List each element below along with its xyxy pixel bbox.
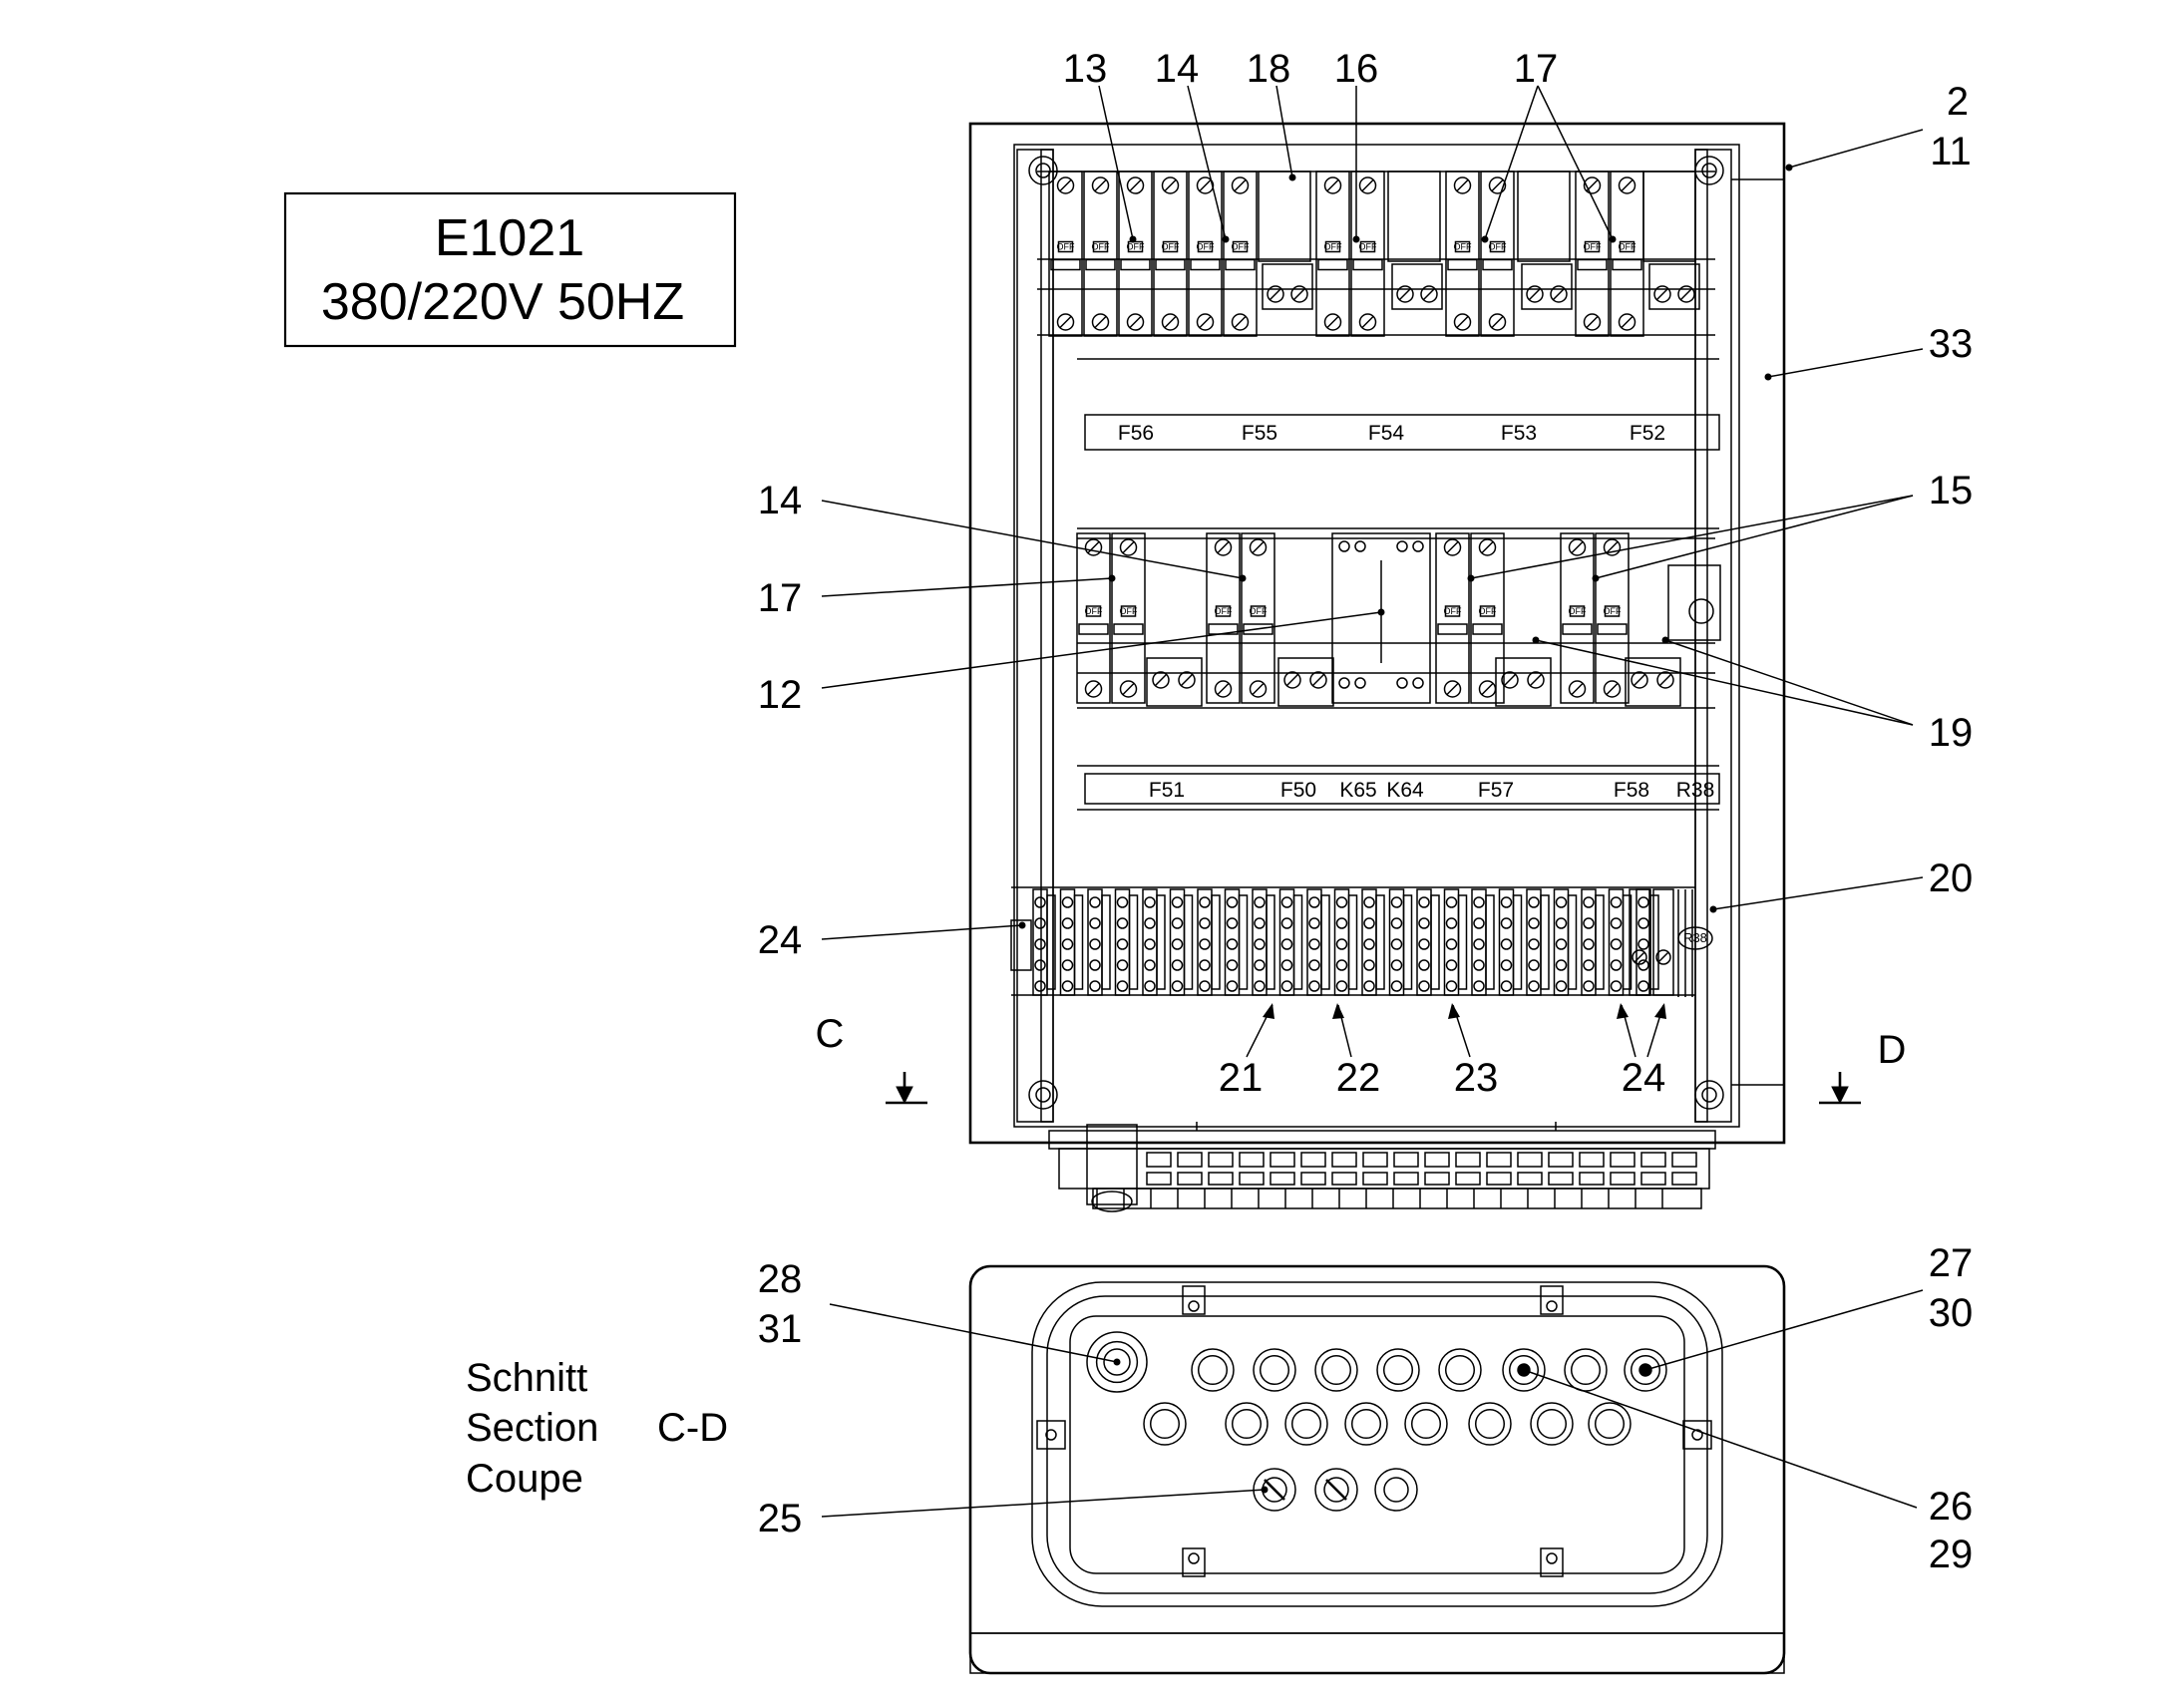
section-marker-d: D bbox=[1819, 1028, 1907, 1105]
breaker-off-mark: OFF bbox=[1127, 242, 1145, 252]
cabinet-inner-frame bbox=[1013, 144, 1740, 1128]
breaker-off-mark: OFF bbox=[1120, 606, 1138, 616]
title-voltage: 380/220V 50HZ bbox=[321, 273, 684, 331]
cabinet-housing bbox=[968, 122, 1786, 1145]
breaker-off-mark: OFF bbox=[1454, 242, 1472, 252]
cabinet-front-view: OFF OFF OFF OFF OFF OFF OFF OFF OFF OFF OFF OFF F56… bbox=[968, 122, 1786, 1212]
section-view-cd bbox=[968, 1264, 1786, 1675]
breaker-off-mark: OFF bbox=[1162, 242, 1180, 252]
callout-28: 28 bbox=[758, 1257, 803, 1301]
callout-24-left: 24 bbox=[758, 918, 803, 962]
label-r38: R38 bbox=[1676, 779, 1715, 802]
gland-plate-gasket-outer bbox=[1031, 1281, 1723, 1607]
callout-33: 33 bbox=[1929, 322, 1974, 366]
callout-leaders bbox=[821, 85, 1924, 1518]
callout-24-bottom: 24 bbox=[1622, 1056, 1666, 1100]
section-caption: Schnitt Section C-D Coupe bbox=[466, 1356, 728, 1501]
right-mounting-rail bbox=[1694, 149, 1732, 1123]
title-box: E1021 380/220V 50HZ bbox=[283, 191, 737, 348]
breaker-off-mark: OFF bbox=[1085, 606, 1103, 616]
label-f57: F57 bbox=[1478, 779, 1514, 802]
breaker-off-mark: OFF bbox=[1359, 242, 1377, 252]
section-marker-d-label: D bbox=[1878, 1028, 1907, 1072]
label-f55: F55 bbox=[1242, 422, 1277, 445]
label-f50: F50 bbox=[1280, 779, 1316, 802]
callout-12: 12 bbox=[758, 673, 803, 717]
relay-block bbox=[1331, 532, 1431, 704]
callout-23: 23 bbox=[1454, 1056, 1499, 1100]
corner-screw-top-left bbox=[1028, 156, 1058, 185]
callout-21: 21 bbox=[1219, 1056, 1264, 1100]
caption-schnitt: Schnitt bbox=[466, 1356, 587, 1400]
breaker-off-mark: OFF bbox=[1619, 242, 1636, 252]
callout-17-left: 17 bbox=[758, 576, 803, 620]
terminal-r38-tag: R38 bbox=[1683, 930, 1707, 945]
callout-31: 31 bbox=[758, 1307, 803, 1351]
callout-30: 30 bbox=[1929, 1291, 1974, 1335]
label-f56: F56 bbox=[1118, 422, 1154, 445]
section-marker-c: C bbox=[816, 1012, 927, 1105]
breaker-off-mark: OFF bbox=[1197, 242, 1215, 252]
callout-2: 2 bbox=[1947, 80, 1969, 124]
callout-27: 27 bbox=[1929, 1241, 1974, 1285]
upper-label-strip: F56 F55 F54 F53 F52 bbox=[1084, 414, 1720, 451]
callout-14-left: 14 bbox=[758, 479, 803, 522]
breaker-off-mark: OFF bbox=[1324, 242, 1342, 252]
breaker-off-mark: OFF bbox=[1232, 242, 1250, 252]
gland-plate-fasteners bbox=[1036, 1285, 1712, 1577]
callout-26: 26 bbox=[1929, 1485, 1974, 1529]
caption-section: Section bbox=[466, 1406, 598, 1450]
title-model: E1021 bbox=[435, 209, 584, 267]
terminal-end-bracket bbox=[1010, 919, 1032, 971]
caption-coupe: Coupe bbox=[466, 1457, 583, 1501]
label-f53: F53 bbox=[1501, 422, 1537, 445]
callout-20: 20 bbox=[1929, 856, 1974, 900]
callout-17-top: 17 bbox=[1514, 47, 1559, 91]
callout-22: 22 bbox=[1336, 1056, 1381, 1100]
breaker-off-mark: OFF bbox=[1569, 606, 1587, 616]
label-f52: F52 bbox=[1630, 422, 1665, 445]
gland-plate bbox=[1069, 1315, 1685, 1574]
label-f58: F58 bbox=[1614, 779, 1649, 802]
callout-arrows bbox=[1246, 1003, 1666, 1058]
corner-screw-bottom-right bbox=[1694, 1080, 1724, 1110]
callout-numbers: 13 14 18 16 17 2 11 33 15 19 20 27 30 26… bbox=[758, 47, 1974, 1576]
caption-designation: C-D bbox=[657, 1406, 728, 1450]
callout-16: 16 bbox=[1334, 47, 1379, 91]
callout-29: 29 bbox=[1929, 1533, 1974, 1576]
resistor-r38-housing bbox=[1667, 564, 1721, 641]
label-k64: K64 bbox=[1386, 779, 1424, 802]
large-gland-front bbox=[1086, 1124, 1138, 1205]
callout-15: 15 bbox=[1929, 469, 1974, 512]
breaker-off-mark: OFF bbox=[1489, 242, 1507, 252]
corner-screw-bottom-left bbox=[1028, 1080, 1058, 1110]
breaker-off-mark: OFF bbox=[1584, 242, 1602, 252]
cable-gland-bar bbox=[1048, 1122, 1716, 1212]
upper-breaker-row: OFF OFF OFF OFF OFF OFF OFF OFF OFF OFF OFF OFF bbox=[1037, 171, 1715, 337]
cable-glands bbox=[1086, 1331, 1667, 1512]
label-k65: K65 bbox=[1339, 779, 1376, 802]
label-f54: F54 bbox=[1368, 422, 1405, 445]
breaker-off-mark: OFF bbox=[1092, 242, 1110, 252]
callout-14-top: 14 bbox=[1155, 47, 1200, 91]
terminal-strip bbox=[1010, 886, 1695, 996]
breaker-off-mark: OFF bbox=[1215, 606, 1233, 616]
middle-breaker-row: OFF OFF OFF OFF OFF OFF OFF OFF bbox=[1076, 532, 1715, 709]
section-marker-c-label: C bbox=[816, 1012, 845, 1056]
breaker-off-mark: OFF bbox=[1604, 606, 1622, 616]
callout-19: 19 bbox=[1929, 711, 1974, 755]
section-housing bbox=[968, 1264, 1786, 1675]
breaker-off-mark: OFF bbox=[1479, 606, 1497, 616]
corner-screw-top-right bbox=[1694, 156, 1724, 185]
callout-11: 11 bbox=[1930, 130, 1972, 173]
lower-label-strip: F51 F50 K65 K64 F57 F58 R38 bbox=[1084, 773, 1720, 805]
breaker-off-mark: OFF bbox=[1057, 242, 1075, 252]
callout-18: 18 bbox=[1247, 47, 1291, 91]
breaker-off-mark: OFF bbox=[1444, 606, 1462, 616]
callout-25: 25 bbox=[758, 1497, 803, 1540]
breaker-off-mark: OFF bbox=[1250, 606, 1268, 616]
callout-13: 13 bbox=[1063, 47, 1108, 91]
label-f51: F51 bbox=[1149, 779, 1185, 802]
